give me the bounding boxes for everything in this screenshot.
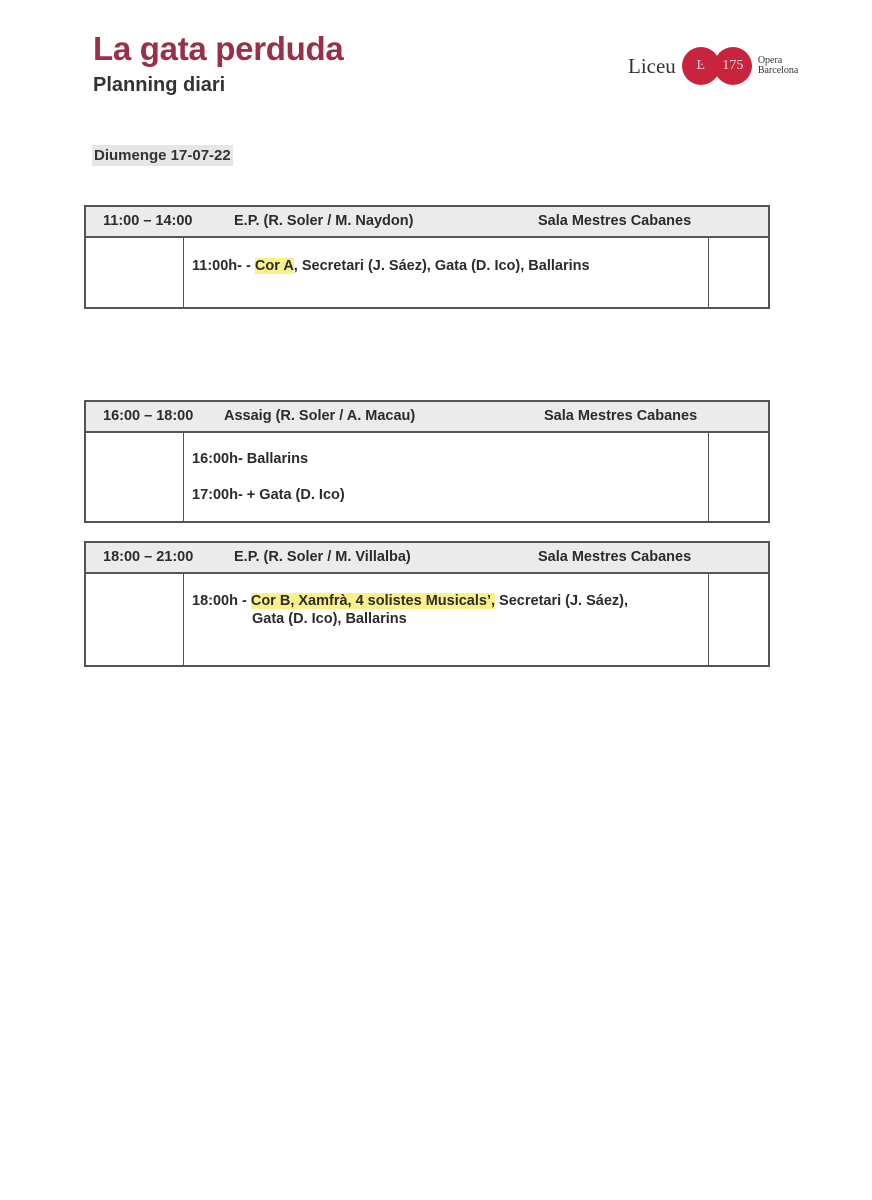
block-header: 16:00 – 18:00 Assaig (R. Soler / A. Maca… [86, 402, 768, 433]
block-room: Sala Mestres Cabanes [538, 213, 692, 229]
entry-text: 11:00h- - [192, 258, 255, 274]
column-divider [183, 238, 184, 309]
logo-line2: Barcelona [757, 65, 799, 76]
block-entry: 11:00h- - Cor A, Secretari (J. Sáez), Ga… [192, 257, 590, 275]
entry-highlight: Cor B, Xamfrà, 4 solistes Musicals’, [250, 593, 496, 609]
block-room: Sala Mestres Cabanes [538, 549, 692, 565]
block-body: 18:00h - Cor B, Xamfrà, 4 solistes Music… [86, 574, 768, 667]
block-body: 16:00h- Ballarins 17:00h- + Gata (D. Ico… [86, 433, 768, 523]
block-time: 18:00 – 21:00 [103, 549, 194, 565]
column-divider [708, 238, 709, 309]
block-time: 11:00 – 14:00 [103, 213, 193, 229]
logo-line1: Opera [757, 55, 783, 66]
column-divider [183, 574, 184, 667]
block-time: 16:00 – 18:00 [103, 408, 194, 424]
column-divider [708, 433, 709, 523]
block-entry: 18:00h - Cor B, Xamfrà, 4 solistes Music… [192, 592, 628, 610]
block-activity: Assaig (R. Soler / A. Macau) [224, 408, 416, 424]
block-activity: E.P. (R. Soler / M. Naydon) [234, 213, 414, 229]
schedule-block: 11:00 – 14:00 E.P. (R. Soler / M. Naydon… [84, 205, 770, 309]
schedule-block: 16:00 – 18:00 Assaig (R. Soler / A. Maca… [84, 400, 770, 523]
logo-number: 175 [713, 47, 752, 85]
logo-mark-icon: Ŀ [681, 47, 720, 85]
entry-text: 18:00h - [192, 593, 251, 609]
entry-highlight: Cor A [254, 258, 294, 274]
document-subtitle: Planning diari [93, 74, 226, 96]
entry-text: Secretari (J. Sáez), [495, 593, 629, 609]
block-entry: 17:00h- + Gata (D. Ico) [192, 487, 345, 503]
column-divider [708, 574, 709, 667]
block-entry-continuation: Gata (D. Ico), Ballarins [252, 611, 407, 627]
block-header: 18:00 – 21:00 E.P. (R. Soler / M. Villal… [86, 543, 768, 574]
document-title: La gata perduda [93, 30, 344, 67]
block-body: 11:00h- - Cor A, Secretari (J. Sáez), Ga… [86, 238, 768, 309]
block-activity: E.P. (R. Soler / M. Villalba) [234, 549, 411, 565]
logo-word: Liceu [628, 53, 676, 78]
block-entry: 16:00h- Ballarins [192, 451, 309, 467]
block-header: 11:00 – 14:00 E.P. (R. Soler / M. Naydon… [86, 207, 768, 238]
block-room: Sala Mestres Cabanes [544, 408, 698, 424]
schedule-block: 18:00 – 21:00 E.P. (R. Soler / M. Villal… [84, 541, 770, 667]
entry-text: , Secretari (J. Sáez), Gata (D. Ico), Ba… [293, 258, 590, 274]
column-divider [183, 433, 184, 523]
schedule-date: Diumenge 17-07-22 [92, 145, 233, 166]
